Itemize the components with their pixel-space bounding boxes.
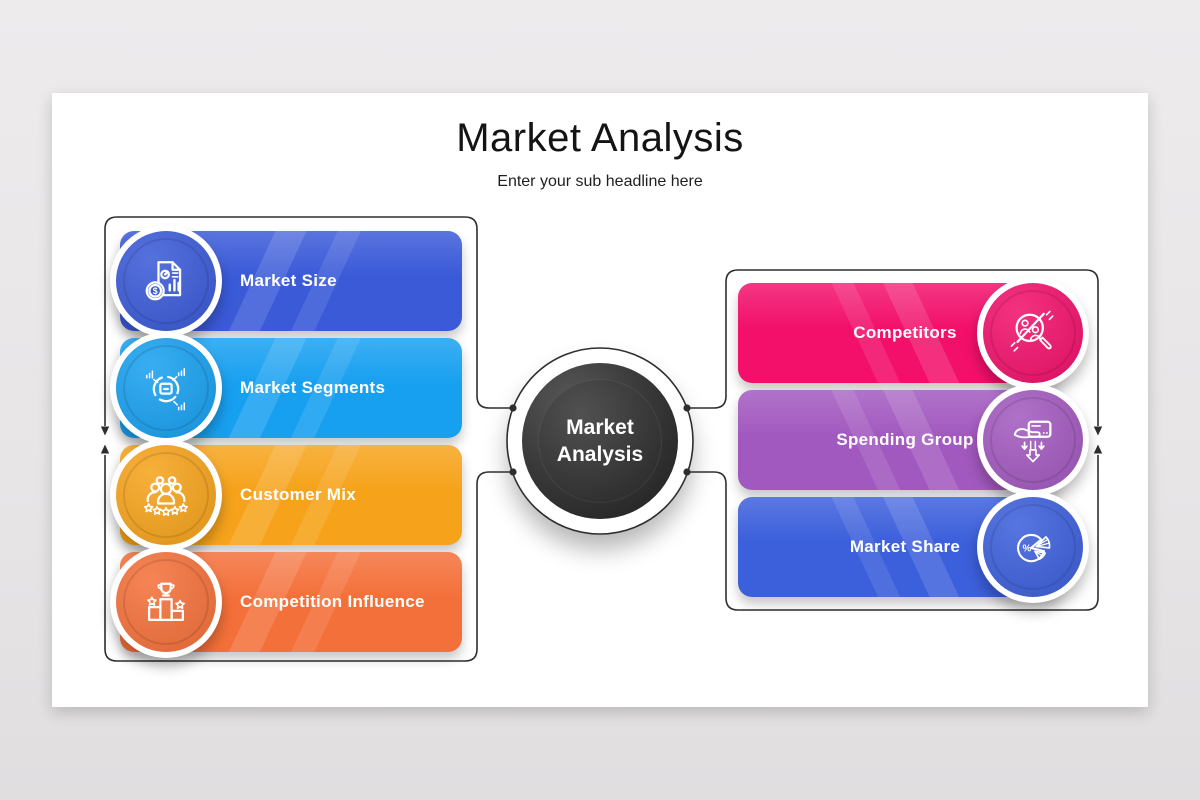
svg-text:$: $ bbox=[153, 286, 158, 296]
center-node[interactable]: Market Analysis bbox=[522, 363, 678, 519]
item-disc-market-share[interactable]: % bbox=[977, 491, 1089, 603]
hand-card-spend-icon bbox=[983, 390, 1083, 490]
finance-report-icon: $ bbox=[116, 231, 216, 331]
item-label: Market Segments bbox=[240, 378, 386, 397]
center-label-line2: Analysis bbox=[556, 443, 644, 466]
item-disc-market-segments[interactable] bbox=[110, 332, 222, 444]
customer-group-stars-icon bbox=[116, 445, 216, 545]
item-disc-market-size[interactable]: $ bbox=[110, 225, 222, 337]
center-node-inner: Market Analysis bbox=[538, 379, 662, 503]
page-title: Market Analysis bbox=[456, 116, 744, 160]
magnifier-competitors-icon bbox=[983, 283, 1083, 383]
pie-share-icon: % bbox=[983, 497, 1083, 597]
page-subtitle: Enter your sub headline here bbox=[497, 173, 703, 190]
svg-text:%: % bbox=[1023, 544, 1032, 555]
item-disc-spending-group[interactable] bbox=[977, 384, 1089, 496]
item-disc-competition-influence[interactable] bbox=[110, 546, 222, 658]
podium-trophy-icon bbox=[116, 552, 216, 652]
segment-donut-icon bbox=[116, 338, 216, 438]
item-label: Competition Influence bbox=[240, 592, 425, 611]
center-label-line1: Market bbox=[566, 416, 634, 439]
item-label: Customer Mix bbox=[240, 485, 357, 504]
item-label: Market Size bbox=[240, 271, 337, 290]
item-disc-competitors[interactable] bbox=[977, 277, 1089, 389]
item-disc-customer-mix[interactable] bbox=[110, 439, 222, 551]
item-label: Spending Group bbox=[836, 430, 974, 449]
